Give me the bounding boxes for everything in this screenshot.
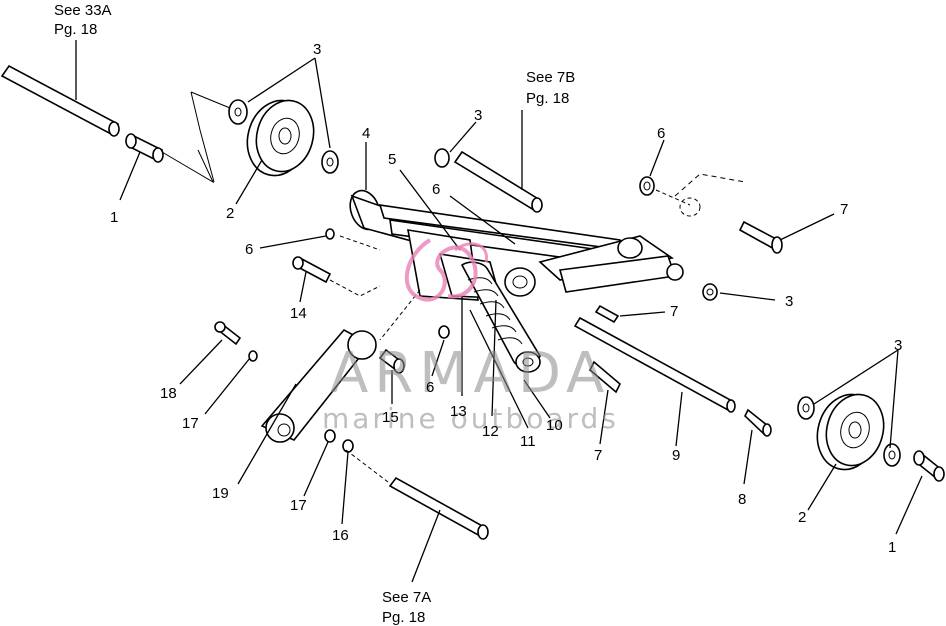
callout-3-lower-right: 3 bbox=[894, 337, 902, 354]
callout-3-upper-shaft: 3 bbox=[474, 107, 482, 124]
ref-7b-line1: See 7B bbox=[526, 69, 575, 86]
callout-19: 19 bbox=[212, 485, 229, 502]
callout-8: 8 bbox=[738, 491, 746, 508]
watermark-emblem bbox=[404, 238, 478, 302]
callout-16: 16 bbox=[332, 527, 349, 544]
callout-1-left: 1 bbox=[110, 209, 118, 226]
callout-5: 5 bbox=[388, 151, 396, 168]
watermark-tagline: marine outboards bbox=[322, 402, 619, 435]
callout-14: 14 bbox=[290, 305, 307, 322]
callout-7-mid: 7 bbox=[670, 303, 678, 320]
callout-3-right: 3 bbox=[785, 293, 793, 310]
upper-left-wheel bbox=[190, 91, 339, 183]
ref-7a-line2: Pg. 18 bbox=[382, 609, 425, 626]
ref-7b-line2: Pg. 18 bbox=[526, 90, 569, 107]
lower-right-wheel bbox=[797, 393, 945, 482]
watermark-brand: ARMADA bbox=[330, 341, 610, 406]
ref-7a-line1: See 7A bbox=[382, 589, 431, 606]
right-hardware bbox=[589, 173, 783, 437]
callout-1-right: 1 bbox=[888, 539, 896, 556]
callout-4: 4 bbox=[362, 125, 370, 142]
callout-17-upper: 17 bbox=[182, 415, 199, 432]
callout-9: 9 bbox=[672, 447, 680, 464]
callout-3-upper-left: 3 bbox=[313, 41, 321, 58]
upper-left-axle bbox=[0, 64, 215, 184]
reference-see-7b: See 7B Pg. 18 bbox=[526, 69, 575, 107]
upper-shaft bbox=[434, 148, 543, 213]
callout-10: 10 bbox=[546, 417, 563, 434]
lower-linkage bbox=[214, 228, 489, 540]
callout-labels: 1 2 3 4 3 5 6 6 6 7 3 7 14 18 17 6 15 13… bbox=[110, 41, 902, 556]
reference-see-33a: See 33A Pg. 18 bbox=[54, 2, 112, 38]
callout-6-right: 6 bbox=[657, 125, 665, 142]
reference-see-7a: See 7A Pg. 18 bbox=[382, 589, 431, 626]
callout-6-upper: 6 bbox=[432, 181, 440, 198]
ref-33a-line2: Pg. 18 bbox=[54, 21, 97, 38]
leader-lines bbox=[75, 40, 923, 583]
ref-33a-line1: See 33A bbox=[54, 2, 112, 19]
callout-17-lower: 17 bbox=[290, 497, 307, 514]
callout-6-left: 6 bbox=[245, 241, 253, 258]
callout-15: 15 bbox=[382, 409, 399, 426]
callout-6-center: 6 bbox=[426, 379, 434, 396]
callout-11: 11 bbox=[520, 433, 536, 450]
callout-2-right: 2 bbox=[798, 509, 806, 526]
callout-12: 12 bbox=[482, 423, 499, 440]
callout-7-lower: 7 bbox=[594, 447, 602, 464]
callout-2-left: 2 bbox=[226, 205, 234, 222]
callout-7-upper-right: 7 bbox=[840, 201, 848, 218]
callout-18: 18 bbox=[160, 385, 177, 402]
callout-13: 13 bbox=[450, 403, 467, 420]
lower-shaft bbox=[573, 316, 736, 413]
watermark-logo: ARMADA marine outboards bbox=[322, 238, 619, 435]
